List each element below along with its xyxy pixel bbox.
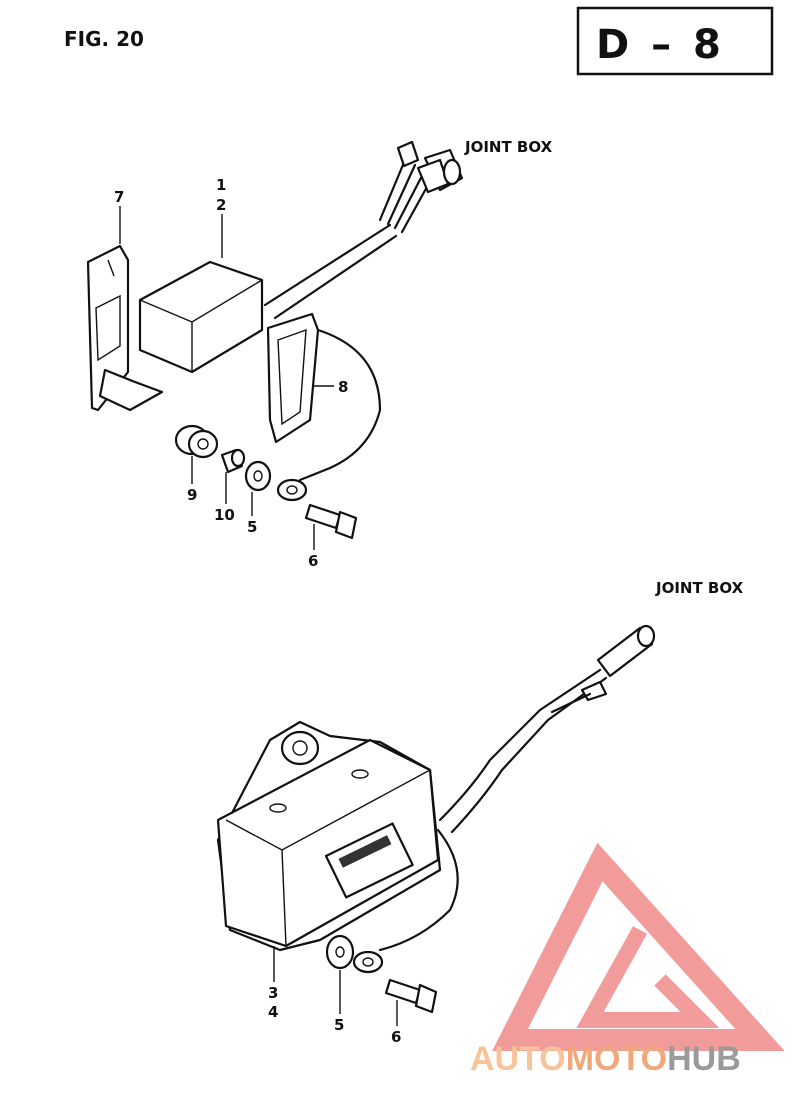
- washer-part-5-bottom: [325, 934, 355, 970]
- strap-part-8: [266, 312, 320, 444]
- watermark-auto: AUTO: [470, 1040, 566, 1078]
- bottom-callouts: JOINT BOX 3 4 5 6: [268, 579, 744, 1046]
- joint-box-connector-bottom: [438, 624, 656, 834]
- washer-part-5-top: [244, 460, 272, 492]
- part-label-4: 4: [268, 1003, 278, 1021]
- watermark-hub: HUB: [667, 1040, 741, 1078]
- page-code: D – 8: [596, 22, 725, 68]
- part-label-6-top: 6: [308, 552, 318, 570]
- part-label-8: 8: [338, 378, 348, 396]
- part-label-2: 2: [216, 196, 226, 214]
- ground-wire-bottom: [352, 828, 459, 974]
- part-label-10: 10: [214, 506, 235, 524]
- collar-part-10: [220, 448, 246, 474]
- figure-label: FIG. 20: [64, 27, 144, 51]
- part-label-9: 9: [187, 486, 197, 504]
- part-label-5-bottom: 5: [334, 1016, 344, 1034]
- part-label-1: 1: [216, 176, 226, 194]
- part-label-7: 7: [114, 188, 124, 206]
- watermark-moto: MOTO: [566, 1040, 667, 1078]
- grommet-part-9: [174, 424, 219, 459]
- joint-box-label-top: JOINT BOX: [464, 138, 553, 156]
- bolt-part-6-top: [304, 503, 358, 540]
- part-label-5-top: 5: [247, 518, 257, 536]
- watermark-logo: [492, 842, 785, 1051]
- watermark-text: AUTOMOTOHUB: [470, 1040, 741, 1078]
- bracket-part-7: [86, 244, 130, 412]
- joint-box-label-bottom: JOINT BOX: [655, 579, 744, 597]
- ignitor-unit-part-3-4: [216, 720, 442, 952]
- ground-wire-top: [276, 328, 382, 502]
- top-callouts: JOINT BOX 1 2 7 8 9 10 5 6: [114, 138, 553, 570]
- part-label-3: 3: [268, 984, 278, 1002]
- part-label-6-bottom: 6: [391, 1028, 401, 1046]
- unit-box-part-1-2: [98, 260, 264, 412]
- page-code-box: D – 8: [576, 6, 774, 76]
- svg-text:AUTOMOTOHUB: AUTOMOTOHUB: [470, 1040, 741, 1078]
- bolt-part-6-bottom: [384, 978, 438, 1014]
- joint-box-connector-top: [263, 140, 464, 320]
